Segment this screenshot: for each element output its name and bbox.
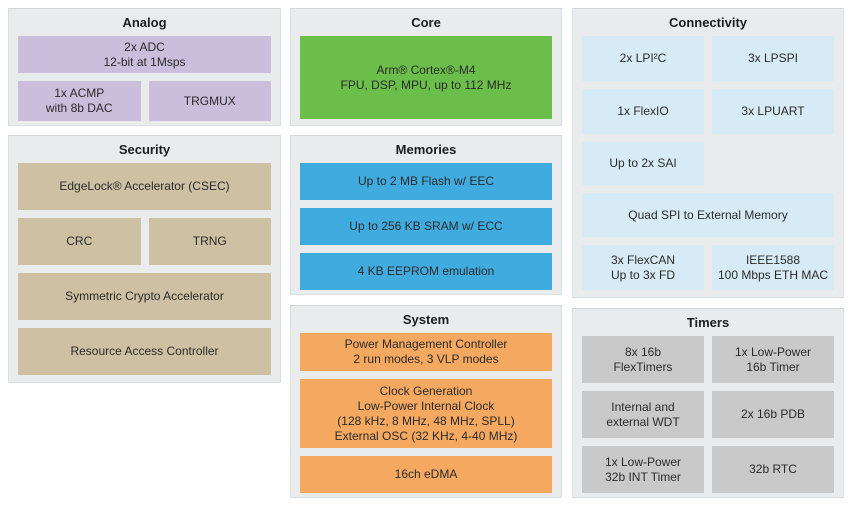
section-analog-title: Analog: [122, 15, 167, 30]
block-crc: CRC: [18, 218, 141, 265]
block-rtc: 32b RTC: [712, 446, 834, 493]
timers-row-3: 1x Low-Power 32b INT Timer 32b RTC: [582, 446, 834, 493]
section-system: System Power Management Controller 2 run…: [290, 305, 562, 498]
connectivity-row-5: 3x FlexCAN Up to 3x FD IEEE1588 100 Mbps…: [582, 245, 834, 290]
block-symmetric-crypto: Symmetric Crypto Accelerator: [18, 273, 271, 320]
timers-row-2: Internal and external WDT 2x 16b PDB: [582, 391, 834, 438]
block-power-management: Power Management Controller 2 run modes,…: [300, 333, 552, 371]
block-edma: 16ch eDMA: [300, 456, 552, 493]
block-edgelock-csec: EdgeLock® Accelerator (CSEC): [18, 163, 271, 210]
block-quadspi: Quad SPI to External Memory: [582, 193, 834, 237]
block-pdb: 2x 16b PDB: [712, 391, 834, 438]
section-security: Security EdgeLock® Accelerator (CSEC) CR…: [8, 135, 281, 383]
section-security-title: Security: [118, 142, 171, 157]
block-eeprom: 4 KB EEPROM emulation: [300, 253, 552, 290]
block-cortex-m4: Arm® Cortex®-M4 FPU, DSP, MPU, up to 112…: [300, 36, 552, 119]
block-lpuart: 3x LPUART: [712, 89, 834, 134]
memories-blocks: Up to 2 MB Flash w/ EEC Up to 256 KB SRA…: [300, 163, 552, 290]
block-trgmux: TRGMUX: [148, 81, 271, 121]
connectivity-row-1: 2x LPI²C 3x LPSPI: [582, 36, 834, 81]
section-timers: Timers 8x 16b FlexTimers 1x Low-Power 16…: [572, 308, 844, 498]
block-low-power-32b-int-timer: 1x Low-Power 32b INT Timer: [582, 446, 704, 493]
section-system-title: System: [402, 312, 450, 327]
block-flexcan: 3x FlexCAN Up to 3x FD: [582, 245, 704, 290]
timers-row-1: 8x 16b FlexTimers 1x Low-Power 16b Timer: [582, 336, 834, 383]
block-flexio: 1x FlexIO: [582, 89, 704, 134]
section-timers-title: Timers: [686, 315, 730, 330]
block-trng: TRNG: [148, 218, 271, 265]
section-analog: Analog 2x ADC 12-bit at 1Msps 1x ACMP wi…: [8, 8, 281, 126]
block-lpspi: 3x LPSPI: [712, 36, 834, 81]
block-acmp: 1x ACMP with 8b DAC: [18, 81, 141, 121]
block-flextimers: 8x 16b FlexTimers: [582, 336, 704, 383]
section-memories-title: Memories: [395, 142, 457, 157]
core-blocks: Arm® Cortex®-M4 FPU, DSP, MPU, up to 112…: [300, 36, 552, 119]
block-wdt: Internal and external WDT: [582, 391, 704, 438]
security-row: CRC TRNG: [18, 218, 271, 265]
connectivity-row-3: Up to 2x SAI: [582, 142, 834, 185]
block-low-power-16b-timer: 1x Low-Power 16b Timer: [712, 336, 834, 383]
section-core: Core Arm® Cortex®-M4 FPU, DSP, MPU, up t…: [290, 8, 562, 126]
section-connectivity-title: Connectivity: [668, 15, 747, 30]
block-flash: Up to 2 MB Flash w/ EEC: [300, 163, 552, 200]
block-lpi2c: 2x LPI²C: [582, 36, 704, 81]
connectivity-blocks: 2x LPI²C 3x LPSPI 1x FlexIO 3x LPUART Up…: [582, 36, 834, 291]
connectivity-empty-cell: [712, 142, 834, 185]
security-blocks: EdgeLock® Accelerator (CSEC) CRC TRNG Sy…: [18, 163, 271, 376]
block-sai: Up to 2x SAI: [582, 142, 704, 185]
timers-blocks: 8x 16b FlexTimers 1x Low-Power 16b Timer…: [582, 336, 834, 493]
section-core-title: Core: [411, 15, 441, 30]
block-clock-generation: Clock Generation Low-Power Internal Cloc…: [300, 379, 552, 448]
block-resource-access-controller: Resource Access Controller: [18, 328, 271, 375]
system-blocks: Power Management Controller 2 run modes,…: [300, 333, 552, 493]
block-adc: 2x ADC 12-bit at 1Msps: [18, 36, 271, 73]
analog-blocks: 2x ADC 12-bit at 1Msps 1x ACMP with 8b D…: [18, 36, 271, 121]
block-ethernet-mac: IEEE1588 100 Mbps ETH MAC: [712, 245, 834, 290]
analog-row: 1x ACMP with 8b DAC TRGMUX: [18, 81, 271, 121]
connectivity-row-2: 1x FlexIO 3x LPUART: [582, 89, 834, 134]
section-connectivity: Connectivity 2x LPI²C 3x LPSPI 1x FlexIO…: [572, 8, 844, 298]
block-sram: Up to 256 KB SRAM w/ ECC: [300, 208, 552, 245]
section-memories: Memories Up to 2 MB Flash w/ EEC Up to 2…: [290, 135, 562, 295]
